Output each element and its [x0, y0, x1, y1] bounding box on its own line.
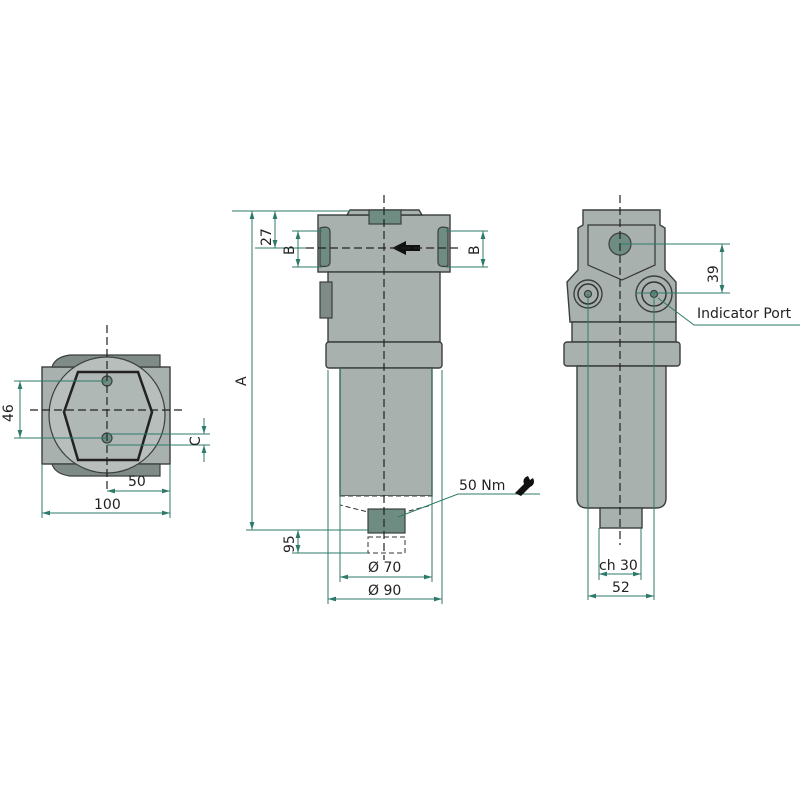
- side-bowl: [576, 365, 667, 509]
- indicator-port-label: Indicator Port: [697, 306, 792, 322]
- top-view: 46 C 50 100: [1, 325, 210, 518]
- front-inlet-port: [319, 226, 331, 268]
- dim-39-label: 39: [706, 265, 722, 283]
- front-outlet-port: [437, 226, 449, 268]
- wrench-icon: [515, 476, 534, 496]
- side-drain-nut: [599, 507, 643, 529]
- dim-c-label: C: [188, 436, 204, 446]
- dim-50-label: 50: [128, 474, 146, 490]
- top-view-housing-edges: [51, 354, 161, 477]
- dim-27-label: 27: [259, 228, 275, 246]
- dim-diameter-70-label: Ø 70: [368, 560, 401, 576]
- torque-label: 50 Nm: [459, 478, 505, 494]
- dim-b-right-label: B: [467, 245, 483, 255]
- dim-a-label: A: [234, 376, 250, 386]
- dim-ch30-label: ch 30: [599, 558, 638, 574]
- dim-100-label: 100: [94, 497, 121, 513]
- dim-52-label: 52: [612, 580, 630, 596]
- side-view: 39 Indicator Port ch 30 52: [563, 195, 800, 600]
- front-side-plug: [319, 281, 333, 319]
- dim-46-label: 46: [1, 404, 17, 422]
- front-top-port: [368, 209, 402, 225]
- front-view: 27 B B A 95 Ø 70 Ø 90 50 Nm: [232, 195, 540, 604]
- dim-diameter-90-label: Ø 90: [368, 583, 401, 599]
- dim-b-left-label: B: [282, 245, 298, 255]
- front-drain-nut: [367, 508, 406, 534]
- side-flange: [563, 341, 681, 367]
- front-bowl: [339, 367, 433, 497]
- dim-95-label: 95: [282, 535, 298, 553]
